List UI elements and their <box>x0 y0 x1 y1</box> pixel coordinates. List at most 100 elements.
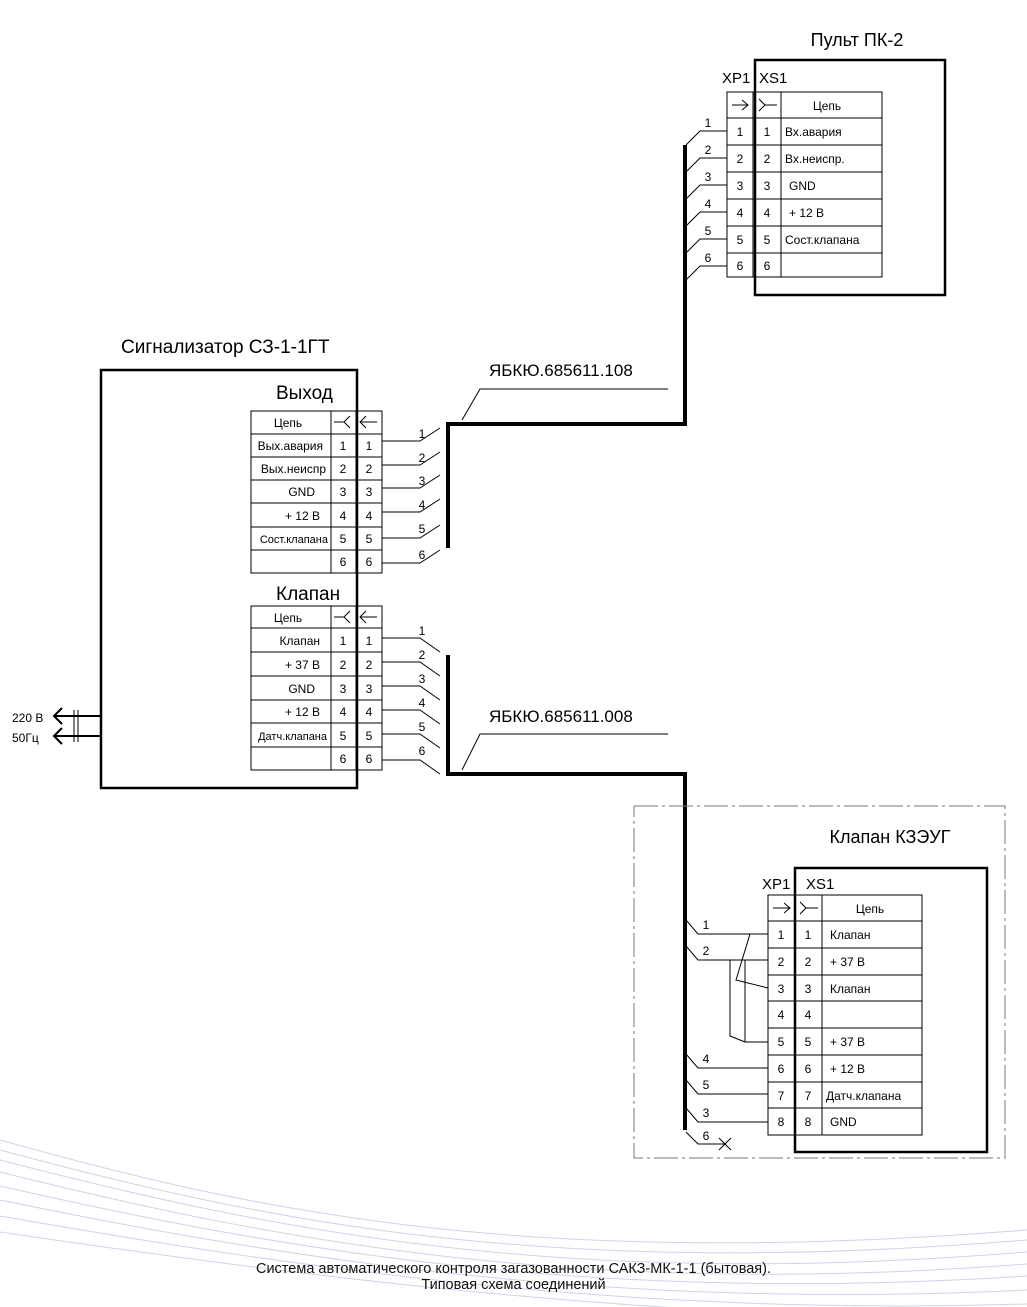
wire-number: 5 <box>419 522 426 536</box>
output-pin-a: 6 <box>340 555 347 569</box>
wire-number: 5 <box>703 1078 710 1092</box>
valve-unit-pin-b: 2 <box>805 955 812 969</box>
remote-circuit: Вх.авария <box>785 125 842 139</box>
output-pin-a: 4 <box>340 509 347 523</box>
valve-unit-box <box>793 866 989 1154</box>
valve-unit-pin-a: 6 <box>778 1062 785 1076</box>
upper-cable <box>382 145 687 564</box>
signaller-title: Сигнализатор СЗ-1-1ГТ <box>121 337 330 358</box>
wire-number: 1 <box>419 624 426 638</box>
output-circuit: Сост.клапана <box>260 534 329 546</box>
valve-output-pin-b: 5 <box>366 729 373 743</box>
valve-unit-conn-plug: XP1 <box>762 876 790 893</box>
remote-pin-b: 5 <box>764 233 771 247</box>
output-pin-a: 3 <box>340 485 347 499</box>
valve-unit-pin-b: 3 <box>805 982 812 996</box>
background-waves <box>0 1139 1027 1307</box>
valve-unit-pin-b: 6 <box>805 1062 812 1076</box>
valve-unit-pin-b: 5 <box>805 1035 812 1049</box>
valve-output-pin-a: 6 <box>340 752 347 766</box>
valve-output-pin-a: 2 <box>340 658 347 672</box>
lower-cable-label: ЯБКЮ.685611.008 <box>489 707 633 726</box>
valve-unit-circuit: GND <box>830 1115 857 1129</box>
valve-unit-pin-a: 5 <box>778 1035 785 1049</box>
wire-number: 1 <box>705 116 712 130</box>
power-voltage-label: 220 В <box>12 711 43 725</box>
remote-pin-b: 2 <box>764 152 771 166</box>
remote-header-label: Цепь <box>813 99 841 113</box>
valve-unit-table <box>767 894 923 1136</box>
wire-number: 2 <box>419 451 426 465</box>
plug-symbol <box>732 99 749 111</box>
remote-title: Пульт ПК-2 <box>811 30 904 50</box>
valve-unit-pin-b: 7 <box>805 1089 812 1103</box>
remote-pin-a: 2 <box>737 152 744 166</box>
valve-unit-title: Клапан КЗЭУГ <box>830 827 951 847</box>
valve-output-pin-a: 4 <box>340 705 347 719</box>
output-pin-b: 6 <box>366 555 373 569</box>
wire-number: 5 <box>419 720 426 734</box>
valve-unit-circuit: + 12 В <box>830 1062 865 1076</box>
wire-number: 4 <box>705 197 712 211</box>
wire-number: 6 <box>419 548 426 562</box>
power-frequency-label: 50Гц <box>12 731 39 745</box>
wire-number: 6 <box>705 251 712 265</box>
socket-symbol <box>334 415 351 429</box>
valve-output-pin-b: 4 <box>366 705 373 719</box>
valve-output-header-label: Цепь <box>274 611 302 625</box>
valve-output-pin-a: 1 <box>340 634 347 648</box>
wire-number: 4 <box>703 1052 710 1066</box>
socket-symbol <box>799 901 818 915</box>
remote-box <box>753 58 947 297</box>
wire-number: 1 <box>419 427 426 441</box>
valve-output-pin-b: 6 <box>366 752 373 766</box>
socket-symbol <box>758 98 777 112</box>
remote-circuit: Вх.неиспр. <box>785 152 845 166</box>
valve-unit-pin-b: 8 <box>805 1115 812 1129</box>
output-circuit: Вых.авария <box>258 439 323 453</box>
valve-output-title: Клапан <box>276 584 340 605</box>
valve-unit-pin-b: 4 <box>805 1008 812 1022</box>
plug-symbol <box>773 902 791 914</box>
upper-cable-fan-remote <box>685 130 727 281</box>
valve-unit-jumpers <box>729 933 769 1043</box>
wire-number: 2 <box>703 944 710 958</box>
remote-circuit: GND <box>789 179 816 193</box>
wire-number: 3 <box>703 1106 710 1120</box>
valve-unit-conn-socket: XS1 <box>806 876 834 893</box>
remote-pin-a: 5 <box>737 233 744 247</box>
output-title: Выход <box>276 383 333 404</box>
signaller-box <box>99 368 359 790</box>
valve-output-pin-b: 2 <box>366 658 373 672</box>
caption-line-2: Типовая схема соединений <box>421 1277 606 1293</box>
wire-number: 6 <box>419 744 426 758</box>
wire-number: 3 <box>419 474 426 488</box>
diagram-caption: Система автоматического контроля загазов… <box>0 1261 1027 1293</box>
output-pin-a: 5 <box>340 532 347 546</box>
output-pin-b: 4 <box>366 509 373 523</box>
caption-line-1: Система автоматического контроля загазов… <box>255 1261 772 1277</box>
remote-pin-b: 1 <box>764 125 771 139</box>
output-pin-b: 3 <box>366 485 373 499</box>
wire-number: 2 <box>419 648 426 662</box>
output-circuit: + 12 В <box>285 509 320 523</box>
output-circuit: GND <box>288 485 315 499</box>
output-pin-a: 1 <box>340 439 347 453</box>
remote-pin-a: 3 <box>737 179 744 193</box>
wire-number: 4 <box>419 696 426 710</box>
valve-unit-pin-a: 1 <box>778 928 785 942</box>
output-pin-b: 2 <box>366 462 373 476</box>
remote-conn-socket: XS1 <box>759 70 787 87</box>
remote-pin-a: 1 <box>737 125 744 139</box>
valve-output-circuit: GND <box>288 682 315 696</box>
valve-output-circuit: Клапан <box>280 634 320 648</box>
remote-circuit: Сост.клапана <box>785 233 860 247</box>
plug-symbol <box>359 610 377 624</box>
wire-number: 3 <box>419 672 426 686</box>
valve-unit-pin-a: 4 <box>778 1008 785 1022</box>
output-table <box>250 410 383 574</box>
remote-pin-b: 3 <box>764 179 771 193</box>
output-circuit: Вых.неиспр <box>261 462 326 476</box>
valve-output-pin-a: 3 <box>340 682 347 696</box>
